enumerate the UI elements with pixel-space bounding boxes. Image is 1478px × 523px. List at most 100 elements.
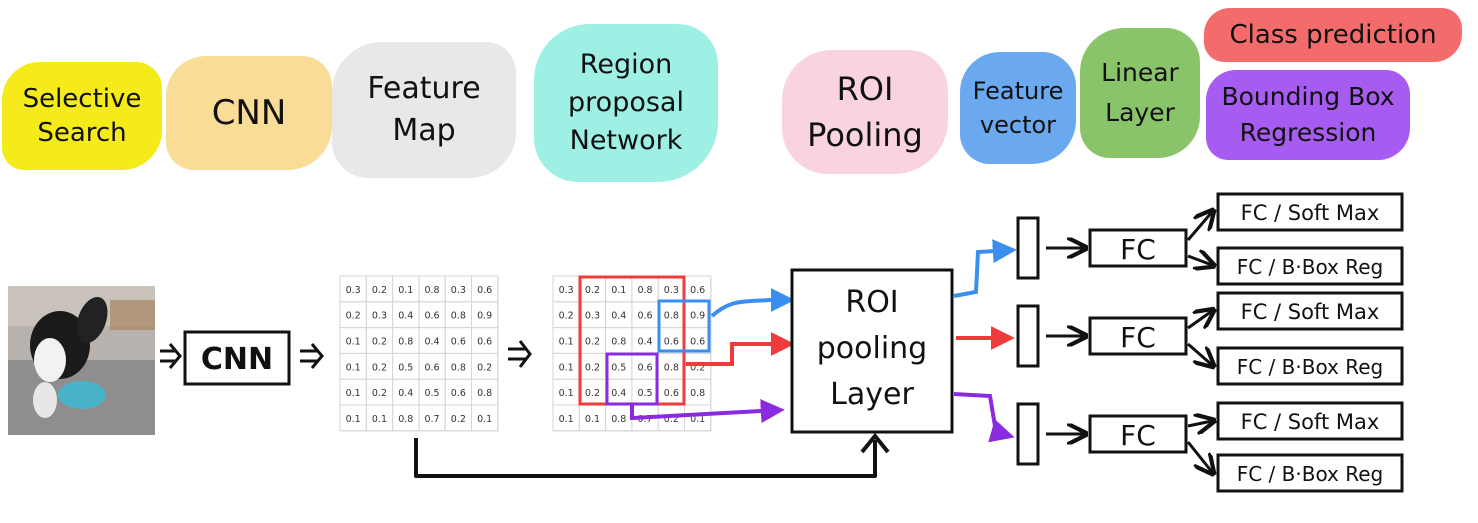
arrow-purple-to-roi (630, 399, 785, 424)
feature-map-value: 0.8 (398, 337, 413, 348)
feature-map-value: 0.2 (372, 285, 387, 296)
arrow-fc-to-softmax (1187, 311, 1212, 328)
legend-selective-search-label: Selective Search (22, 84, 142, 148)
legend-feature-vector: Feature vector (960, 52, 1076, 164)
feature-map-value: 0.2 (372, 337, 387, 348)
arrow-feature-map-to-rpn (508, 340, 532, 368)
arrow-roi-purple-out (953, 392, 1015, 443)
rpn-map-value: 0.4 (637, 337, 652, 348)
rpn-map-value: 0.2 (664, 414, 679, 425)
rpn-map-value: 0.6 (690, 337, 705, 348)
rpn-map-value: 0.1 (559, 362, 574, 373)
rpn-map-value: 0.6 (637, 311, 652, 322)
rpn-map-value: 0.1 (559, 414, 574, 425)
fc-box (1088, 228, 1188, 268)
legend-bbox-regression-label: Bounding Box Regression (1221, 82, 1395, 147)
rpn-map-value: 0.8 (611, 414, 626, 425)
legend-roi-pooling: ROI Pooling (782, 50, 948, 174)
rpn-map-cell (684, 404, 712, 432)
roi-pooling-layer-line: Layer (830, 377, 914, 412)
rpn-map-value: 0.5 (611, 362, 626, 373)
arrow-image-to-cnn (160, 343, 182, 369)
feature-vector-box (1016, 402, 1040, 466)
arrow-feature-map-to-roi-head (860, 432, 890, 454)
arrow-blue-to-roi (710, 288, 795, 318)
feature-vector-box (1016, 304, 1040, 368)
rpn-map-value: 0.8 (690, 388, 705, 399)
legend-rpn: Region proposal Network (534, 24, 718, 182)
legend-class-prediction-label: Class prediction (1229, 20, 1437, 50)
feature-map-value: 0.4 (424, 337, 439, 348)
legend-feature-map: Feature Map (332, 42, 516, 178)
rpn-map-value: 0.6 (690, 285, 705, 296)
rpn-map-value: 0.1 (585, 414, 600, 425)
rpn-map-value: 0.2 (585, 388, 600, 399)
softmax-head-box (1216, 401, 1404, 441)
feature-map-value: 0.6 (424, 362, 439, 373)
feature-map-value: 0.5 (424, 388, 439, 399)
feature-map-value: 0.3 (372, 311, 387, 322)
rpn-map-value: 0.2 (690, 362, 705, 373)
fc-box (1088, 414, 1188, 454)
cnn-box-label: CNN (201, 342, 273, 377)
rpn-map-value: 0.4 (611, 388, 626, 399)
feature-map-value: 0.6 (451, 388, 466, 399)
rpn-map-value: 0.7 (637, 414, 652, 425)
legend-linear-layer-label: Linear Layer (1101, 58, 1179, 127)
arrow-red-to-roi (686, 332, 795, 366)
feature-map-value: 0.4 (398, 388, 413, 399)
bbox-head-label: FC / B·Box Reg (1237, 462, 1384, 486)
fc-box-label: FC (1120, 233, 1156, 266)
feature-map-value: 0.2 (346, 311, 361, 322)
rpn-map-value: 0.3 (585, 311, 600, 322)
feature-map-cell (471, 404, 499, 432)
arrow-fc-to-bbox (1187, 256, 1212, 265)
feature-map-value: 0.6 (477, 285, 492, 296)
rpn-map-value: 0.6 (664, 337, 679, 348)
softmax-head-box (1216, 291, 1404, 331)
feature-map-value: 0.3 (451, 285, 466, 296)
arrow-feature-map-to-roi (414, 438, 877, 478)
feature-map-value: 0.1 (346, 337, 361, 348)
rpn-map-value: 0.8 (637, 285, 652, 296)
rpn-map-value: 0.8 (664, 311, 679, 322)
legend-linear-layer: Linear Layer (1080, 28, 1200, 158)
arrow-fc-to-bbox (1186, 441, 1212, 472)
bbox-head-box (1216, 246, 1404, 286)
legend-bbox-regression: Bounding Box Regression (1206, 70, 1410, 160)
bbox-head-label: FC / B·Box Reg (1237, 355, 1384, 379)
feature-map-value: 0.9 (477, 311, 492, 322)
legend-cnn-label: CNN (211, 93, 287, 133)
rpn-map-value: 0.1 (559, 337, 574, 348)
rpn-map-value: 0.2 (585, 362, 600, 373)
rpn-map-value: 0.3 (559, 285, 574, 296)
feature-map-value: 0.8 (424, 285, 439, 296)
feature-map-value: 0.8 (451, 362, 466, 373)
feature-vector-box (1016, 216, 1040, 280)
softmax-head-label: FC / Soft Max (1241, 300, 1380, 324)
arrow-fc-to-bbox (1187, 342, 1212, 365)
roi-pooling-layer-line: ROI (845, 285, 898, 320)
rpn-map-value: 0.6 (664, 388, 679, 399)
rpn-map-value: 0.5 (637, 388, 652, 399)
arrow-roi-blue-out (953, 239, 1017, 298)
softmax-head-box (1216, 192, 1404, 232)
rpn-map-value: 0.2 (585, 337, 600, 348)
feature-map-value: 0.6 (451, 337, 466, 348)
feature-map-value: 0.2 (477, 362, 492, 373)
bbox-head-box (1216, 346, 1404, 386)
legend-selective-search: Selective Search (2, 62, 162, 170)
bbox-head-box (1216, 453, 1404, 493)
fc-box-label: FC (1120, 419, 1156, 452)
feature-map-value: 0.2 (451, 414, 466, 425)
feature-map-value: 0.1 (346, 414, 361, 425)
legend-class-prediction: Class prediction (1204, 8, 1462, 62)
arrow-fc-to-softmax (1186, 212, 1212, 241)
rpn-map-value: 0.2 (585, 285, 600, 296)
feature-map-value: 0.6 (477, 337, 492, 348)
feature-map-value: 0.1 (477, 414, 492, 425)
feature-map-value: 0.8 (398, 414, 413, 425)
arrow-cnn-to-feature-map (300, 343, 324, 369)
